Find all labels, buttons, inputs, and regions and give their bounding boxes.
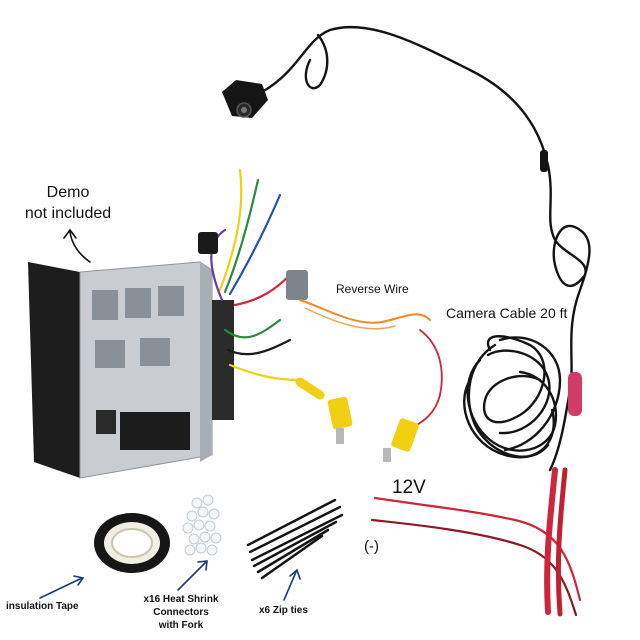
heat-shrink-line-2: Connectors [153, 607, 209, 618]
zip-tie-arrow-icon [283, 571, 297, 601]
annotation-arrows [39, 228, 301, 601]
heat-shrink-line-1: x16 Heat Shrink [143, 594, 219, 605]
demo-text: Demo [46, 184, 90, 201]
camera-cable [260, 25, 591, 472]
heat-shrink-label: x16 Heat Shrink Connectors with Fork [136, 593, 226, 632]
insulation-tape-roll [94, 513, 170, 573]
power-wires [370, 467, 582, 617]
head-unit [28, 261, 234, 479]
insulation-tape-label: insulation Tape [6, 601, 79, 612]
wire-harness [210, 168, 302, 382]
rear-camera [222, 80, 268, 118]
demo-label: Demo not included [18, 182, 118, 224]
inline-fuse [568, 372, 582, 416]
heat-shrink-arrow-icon [177, 561, 207, 591]
rca-connectors [295, 377, 419, 462]
not-included-text: not included [24, 205, 112, 222]
zip-ties [246, 498, 344, 580]
demo-arrow-icon [69, 231, 91, 263]
reverse-wire [299, 299, 443, 431]
negative-label: (-) [364, 538, 379, 555]
12v-label: 12V [392, 477, 426, 498]
heat-shrink-connectors [182, 494, 222, 556]
reverse-wire-label: Reverse Wire [336, 282, 409, 296]
zip-ties-label: x6 Zip ties [259, 605, 308, 616]
heat-shrink-line-3: with Fork [158, 620, 204, 631]
tape-arrow-icon [39, 577, 83, 599]
camera-cable-label: Camera Cable 20 ft [446, 305, 568, 321]
